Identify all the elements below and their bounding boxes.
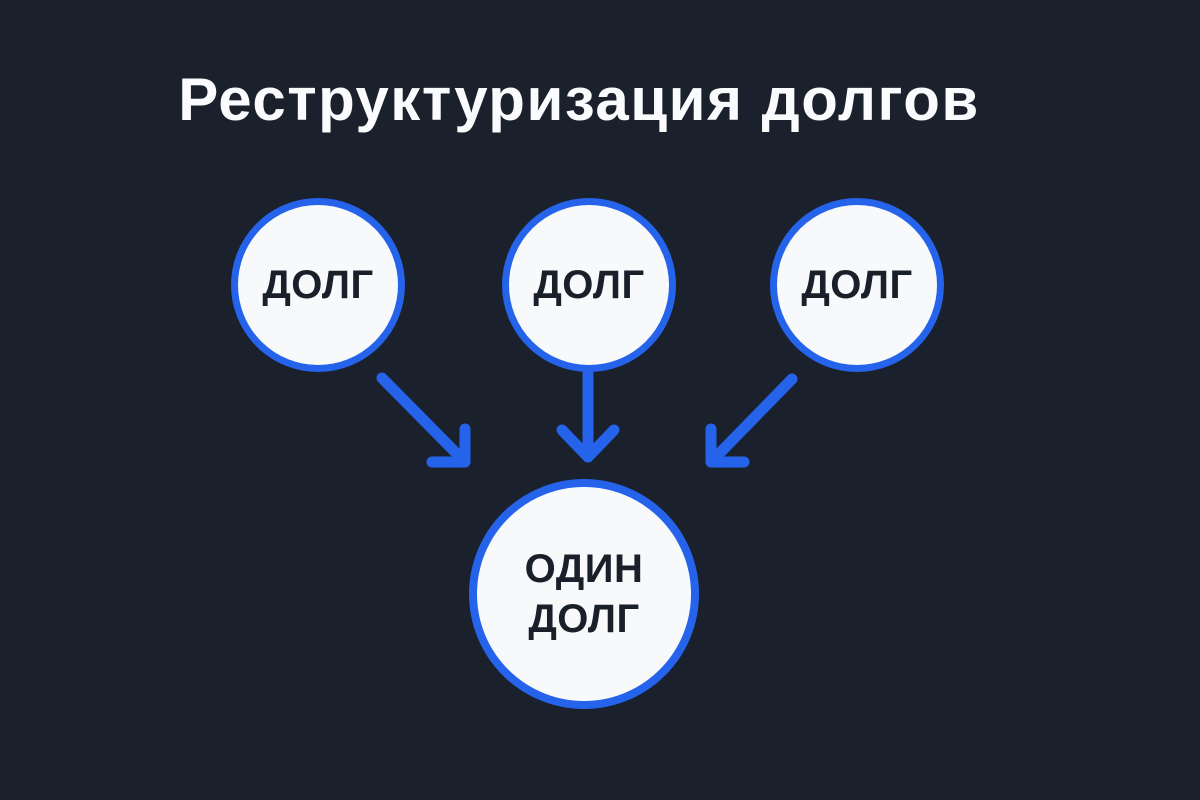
arrow-down-left-icon (705, 373, 798, 468)
debt-node-3: ДОЛГ (770, 198, 944, 372)
debt-node-1-label: ДОЛГ (262, 263, 374, 307)
debt-node-2: ДОЛГ (502, 198, 676, 372)
debt-node-2-label: ДОЛГ (533, 263, 645, 307)
page-title: Реструктуризация долгов (178, 66, 980, 133)
debt-node-1: ДОЛГ (231, 198, 405, 372)
arrow-down-icon (556, 366, 620, 463)
one-debt-node-label: ОДИН ДОЛГ (524, 547, 644, 641)
debt-node-3-label: ДОЛГ (801, 263, 913, 307)
arrow-down-right-icon (376, 372, 471, 468)
one-debt-node: ОДИН ДОЛГ (469, 479, 699, 709)
